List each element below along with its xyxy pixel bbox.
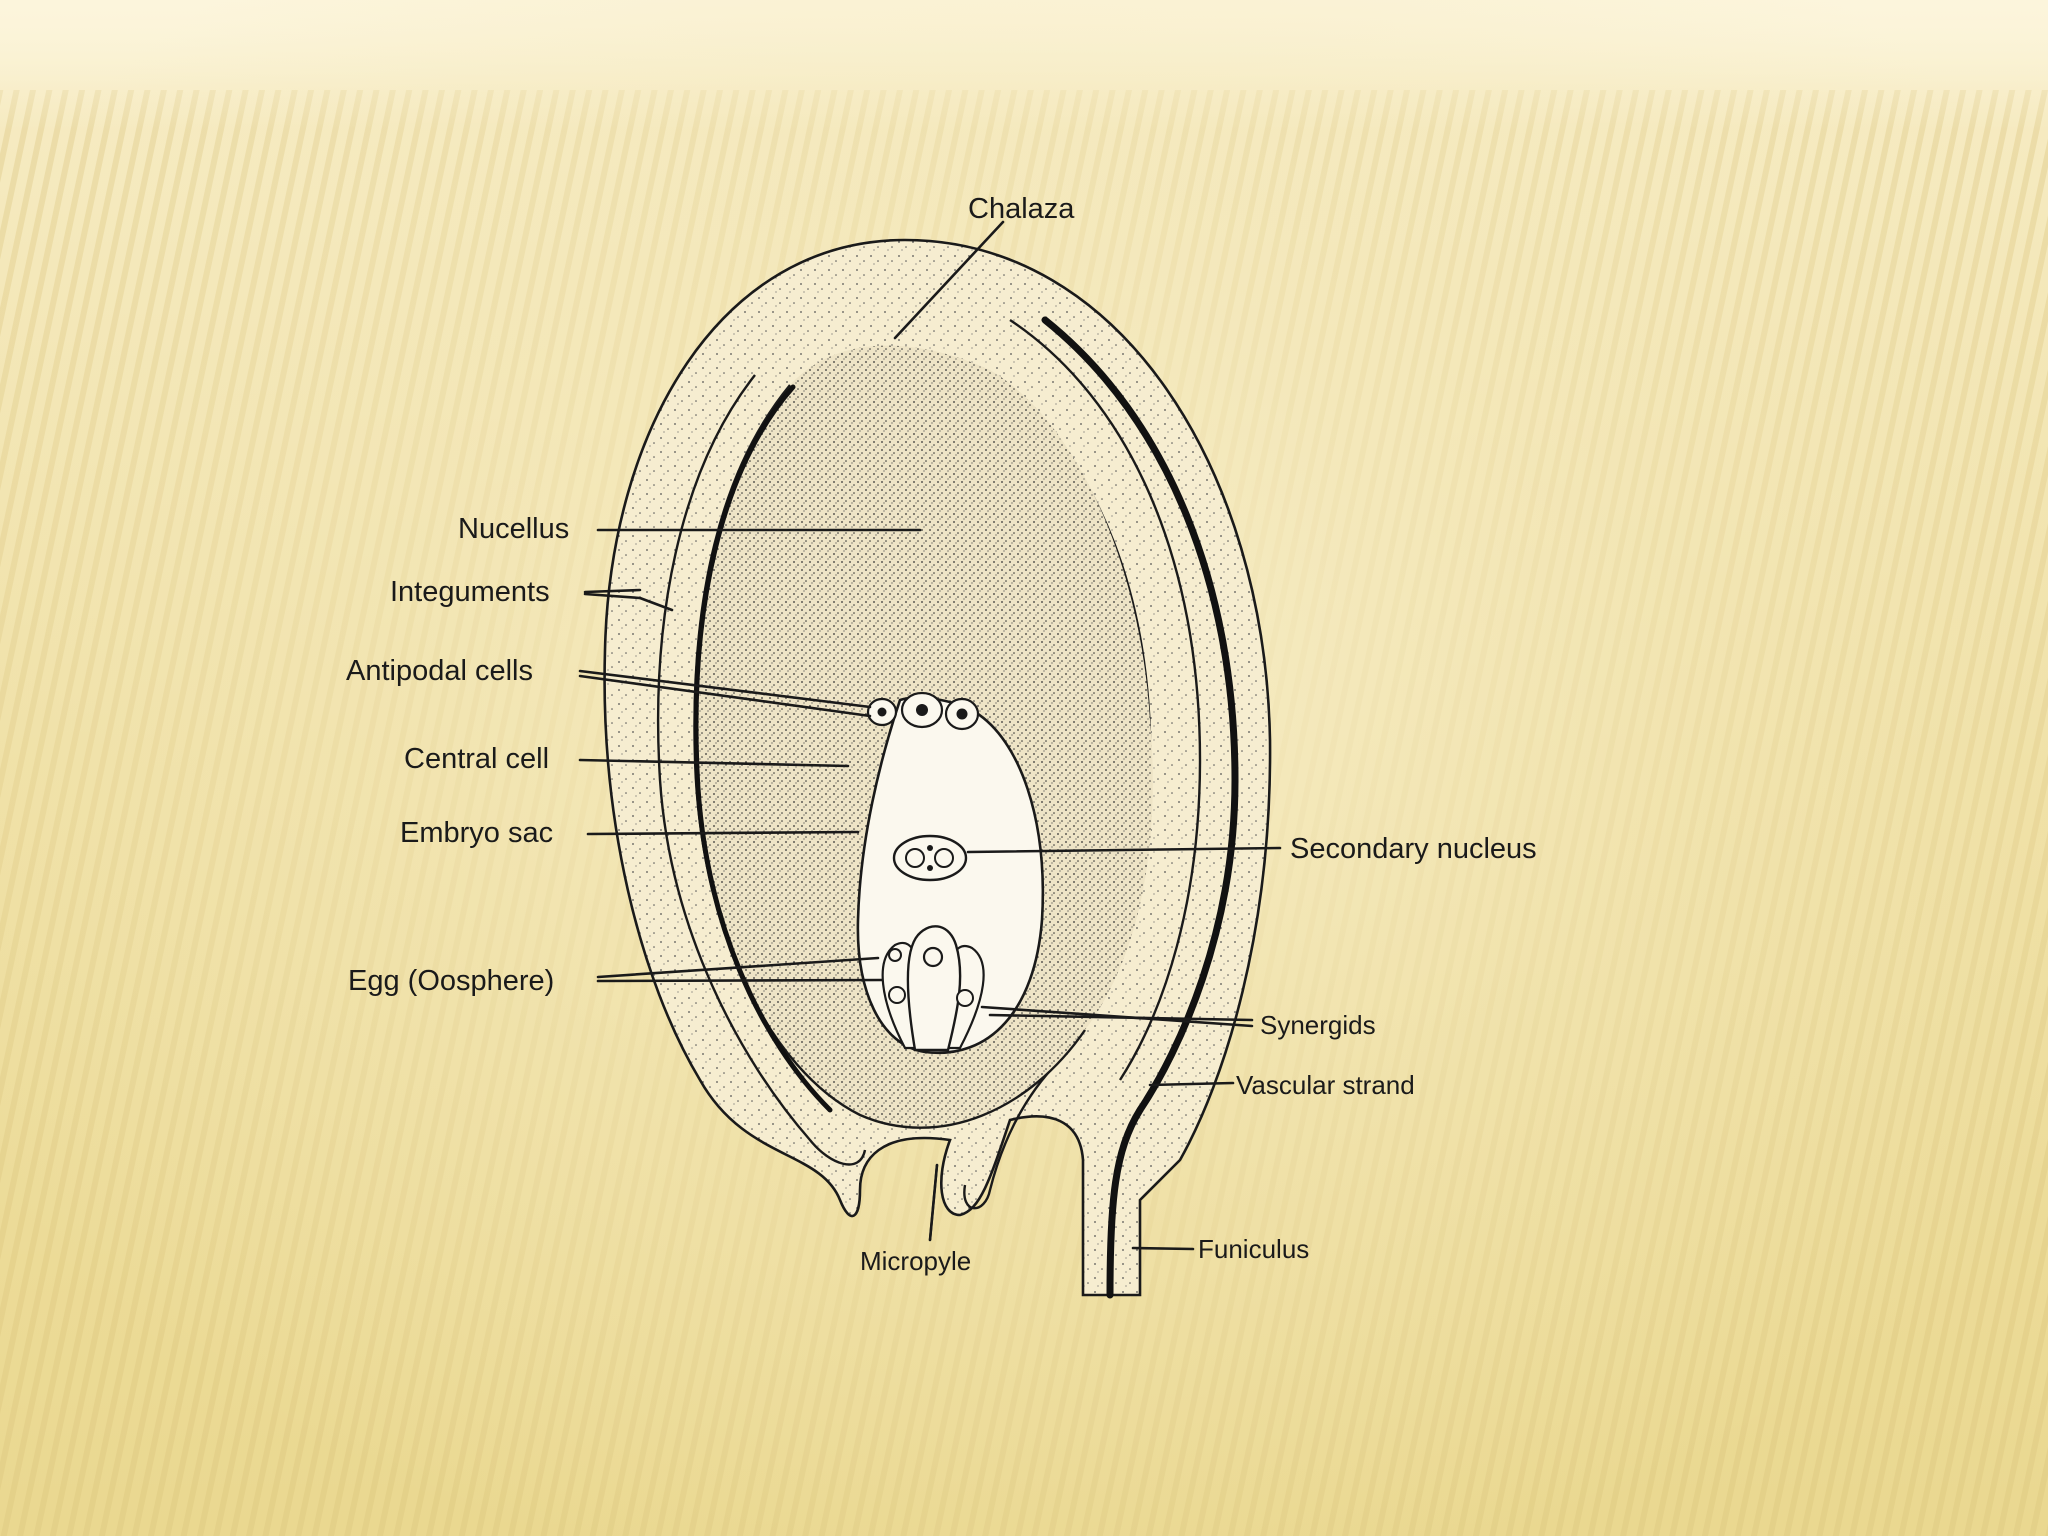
label-secondary-nucleus: Secondary nucleus (1290, 833, 1537, 865)
ovule (603, 238, 1272, 1299)
label-embryo-sac: Embryo sac (400, 817, 553, 849)
label-synergids: Synergids (1260, 1010, 1376, 1040)
secondary-nucleus (892, 834, 968, 882)
labels: Chalaza Nucellus Integuments Antipodal c… (346, 193, 1537, 1276)
inner-integument-left-boundary (693, 384, 833, 1113)
egg-cell (906, 925, 962, 1052)
egg-apparatus (881, 925, 985, 1052)
outer-integument-inner-edge (656, 374, 867, 1166)
label-antipodal-cells: Antipodal cells (346, 655, 533, 687)
label-central-cell: Central cell (404, 743, 549, 775)
antipodal-cells (866, 691, 980, 731)
label-egg: Egg (Oosphere) (348, 965, 554, 997)
label-chalaza: Chalaza (968, 193, 1075, 225)
label-integuments: Integuments (390, 576, 550, 608)
outer-integument-inner-edge-right (1009, 319, 1202, 1081)
leader-lines (578, 220, 1282, 1251)
label-funiculus: Funiculus (1198, 1234, 1309, 1264)
label-vascular-strand: Vascular strand (1236, 1070, 1415, 1100)
label-micropyle: Micropyle (860, 1246, 971, 1276)
vascular-strand (1041, 316, 1239, 1299)
label-nucellus: Nucellus (458, 513, 569, 545)
